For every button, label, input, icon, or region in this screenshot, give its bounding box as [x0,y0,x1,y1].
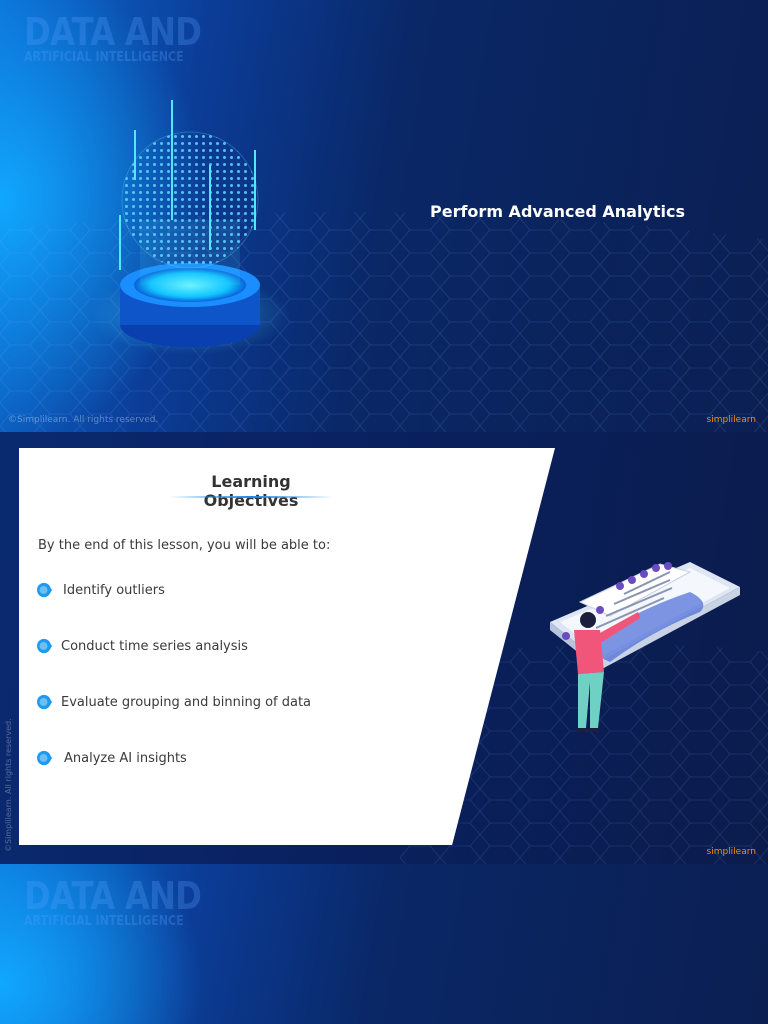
objective-text: Evaluate grouping and binning of data [61,694,312,710]
person-with-phone-icon [550,562,740,732]
title-underline [169,496,333,498]
slide-title: Perform Advanced Analytics [430,202,685,221]
objective-item: Conduct time series analysis [35,635,248,657]
watermark-subtitle: ARTIFICIAL INTELLIGENCE [24,50,184,65]
watermark-title: DATA AND [24,874,202,918]
bullet-icon [36,638,52,654]
objective-text: Identify outliers [63,582,165,598]
next-slide-partial: DATA AND ARTIFICIAL INTELLIGENCE [0,864,768,1024]
card-title: Learning Objectives [203,472,299,510]
objective-item: Evaluate grouping and binning of data [35,691,311,713]
learning-objectives-slide: ©Simplilearn. All rights reserved. Learn… [0,432,768,864]
bullet-icon [36,582,52,598]
objectives-card: Learning Objectives By the end of this l… [19,448,555,845]
watermark-subtitle: ARTIFICIAL INTELLIGENCE [24,914,184,929]
hologram-globe-icon [90,100,290,355]
title-slide: DATA AND ARTIFICIAL INTELLIGENCE [0,0,768,432]
copyright-text: ©Simplilearn. All rights reserved. [8,415,159,425]
network-mesh-background [400,644,768,864]
brand-logo: simplilearn [706,847,756,857]
watermark-title: DATA AND [24,10,202,54]
objective-item: Identify outliers [35,579,165,601]
objective-item: Analyze AI insights [35,747,187,769]
brand-logo: simplilearn [706,415,756,425]
bullet-icon [36,694,52,710]
intro-text: By the end of this lesson, you will be a… [38,538,331,553]
objective-text: Conduct time series analysis [61,638,248,654]
copyright-vertical-text: ©Simplilearn. All rights reserved. [4,718,13,852]
bullet-icon [36,750,52,766]
objective-text: Analyze AI insights [64,750,187,766]
